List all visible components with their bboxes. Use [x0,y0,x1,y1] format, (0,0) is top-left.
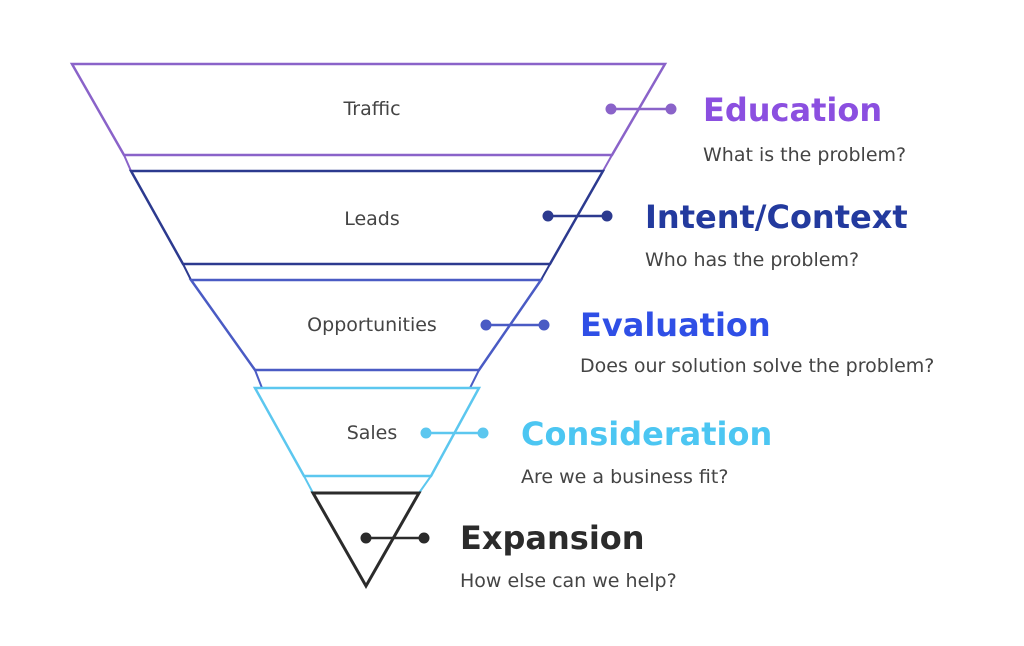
funnel-tier-opportunities: Opportunities Evaluation Does our soluti… [188,278,934,377]
funnel-tier-shape [69,62,668,157]
stage-question: Who has the problem? [645,249,859,271]
connector-3 [253,369,481,389]
stage-title-consideration: Consideration [521,415,772,453]
dot-icon [360,532,372,544]
dot-icon [477,427,489,439]
funnel-tier-label: Leads [344,208,400,230]
connector-dots [605,103,677,115]
stage-title-evaluation: Evaluation [580,306,771,344]
dot-icon [601,210,613,222]
stage-title-expansion: Expansion [460,519,645,557]
funnel-tier-expansion: Expansion How else can we help? [310,491,677,592]
connector-1 [122,154,614,172]
stage-question: Does our solution solve the problem? [580,355,934,377]
dot-icon [420,427,432,439]
funnel-tier-leads: Leads Intent/Context Who has the problem… [128,169,908,271]
funnel-tier-sales: Sales Consideration Are we a business fi… [252,386,772,488]
funnel-tier-traffic: Traffic Education What is the problem? [69,62,906,166]
funnel-tier-shape [128,169,606,266]
dot-icon [665,103,677,115]
connector-dots [542,210,613,222]
stage-question: What is the problem? [703,144,906,166]
funnel-tier-shape [310,491,422,590]
stage-question: How else can we help? [460,570,677,592]
connector-dots [480,319,550,331]
funnel-tier-label: Traffic [342,98,400,120]
stage-title-education: Education [703,91,882,129]
connector-dots [420,427,489,439]
funnel-tier-label: Opportunities [307,314,437,336]
funnel-tier-shape [188,278,544,372]
funnel-tier-shape [252,386,482,478]
dot-icon [542,210,554,222]
funnel-tier-label: Sales [347,422,398,444]
connector-2 [181,263,552,281]
dot-icon [605,103,617,115]
connector-dots [360,532,430,544]
stage-title-intent-context: Intent/Context [645,198,908,236]
dot-icon [480,319,492,331]
connector-4 [302,475,433,494]
dot-icon [418,532,430,544]
stage-question: Are we a business fit? [521,466,728,488]
dot-icon [538,319,550,331]
